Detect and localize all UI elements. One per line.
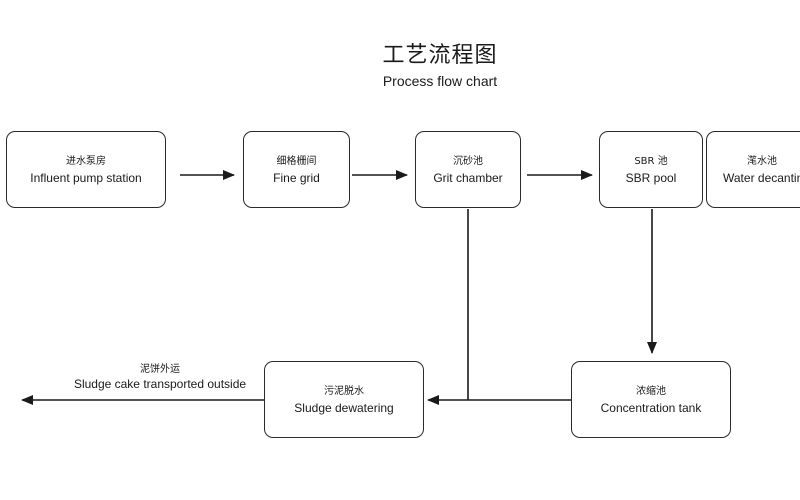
node-en-label: Concentration tank [600, 400, 702, 415]
node-concentration-tank: 浓缩池 Concentration tank [571, 361, 731, 438]
node-cn-label: 沉砂池 [453, 155, 483, 167]
node-sludge-dewatering: 污泥脱水 Sludge dewatering [264, 361, 424, 438]
node-sbr-pool: SBR 池 SBR pool [599, 131, 703, 208]
chart-title: 工艺流程图 [382, 43, 498, 68]
node-influent-pump-station: 进水泵房 Influent pump station [6, 131, 166, 208]
node-cn-label: 细格栅间 [276, 155, 317, 167]
chart-subtitle: Process flow chart [382, 73, 498, 89]
outlet-label: 泥饼外运 Sludge cake transported outside [60, 362, 260, 392]
node-en-label: Fine grid [273, 170, 320, 185]
node-en-label: Water decanting [723, 170, 800, 185]
node-en-label: SBR pool [625, 170, 677, 185]
node-fine-grid: 细格栅间 Fine grid [243, 131, 350, 208]
node-en-label: Grit chamber [433, 170, 503, 185]
outlet-cn-label: 泥饼外运 [140, 364, 180, 375]
node-cn-label: 进水泵房 [66, 155, 106, 167]
node-cn-label: 污泥脱水 [324, 385, 364, 397]
node-grit-chamber: 沉砂池 Grit chamber [415, 131, 521, 208]
node-en-label: Sludge dewatering [294, 400, 394, 415]
node-cn-label: SBR 池 [634, 155, 668, 167]
node-cn-label: 滗水池 [747, 155, 777, 167]
node-water-decanting: 滗水池 Water decanting [706, 131, 800, 208]
outlet-en-label: Sludge cake transported outside [73, 377, 247, 391]
node-cn-label: 浓缩池 [636, 385, 666, 397]
node-en-label: Influent pump station [30, 170, 142, 185]
